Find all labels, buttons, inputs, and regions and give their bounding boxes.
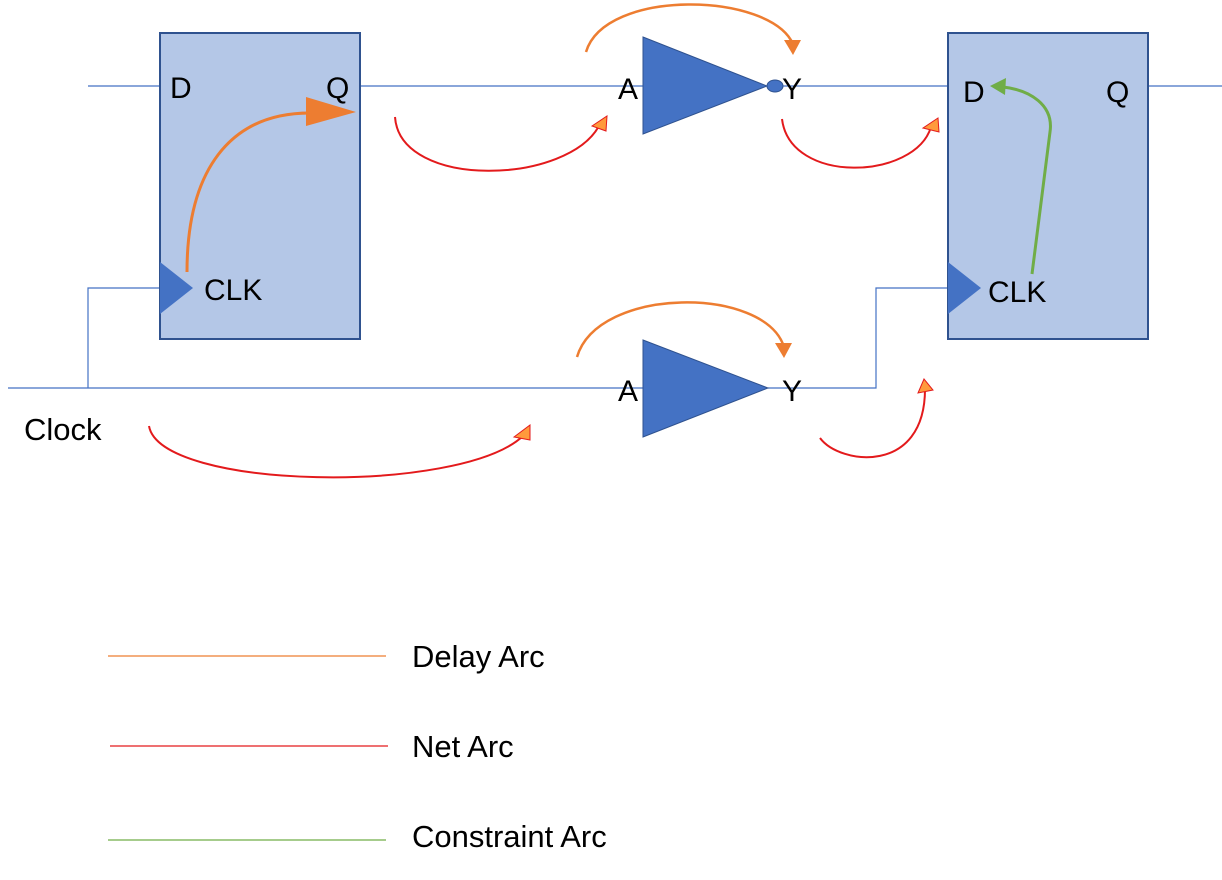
constraint-arc-ff2-clk-to-d	[1002, 85, 1052, 275]
net-arc-inverter-y-to-ff2-d	[781, 118, 932, 169]
inverter-triangle	[642, 36, 769, 135]
flipflop-1: D Q CLK	[159, 32, 361, 340]
delay-arc-ff1-clk-to-q	[185, 111, 311, 273]
flipflop-2-clk-label: CLK	[988, 276, 1046, 309]
net-arc-buffer-y-to-ff2-clk-arrowhead	[917, 378, 934, 394]
buffer-to-ff2-clk-wire	[768, 287, 948, 389]
net-arc-clock-to-buffer-a-arrowhead	[512, 424, 531, 441]
flipflop-2-body	[947, 32, 1149, 340]
net-arc-ff1-q-to-inverter-a-arrowhead	[590, 115, 608, 132]
flipflop-2: D Q CLK	[947, 32, 1149, 340]
delay-arc-buffer	[575, 301, 786, 358]
inverter-output-label: Y	[782, 73, 802, 106]
constraint-arcs	[990, 78, 1052, 275]
buffer-gate: A Y	[618, 339, 802, 438]
delay-arc-inverter-arrowhead	[784, 40, 801, 55]
net-arcs	[148, 115, 940, 479]
inverter-gate: A Y	[618, 36, 802, 135]
delay-arcs	[185, 3, 801, 358]
inverter-input-label: A	[618, 73, 638, 106]
flipflop-1-q-label: Q	[326, 72, 349, 105]
net-arc-clock-to-buffer-a	[148, 425, 524, 479]
buffer-triangle	[642, 339, 770, 438]
flipflop-2-d-label: D	[963, 76, 985, 109]
flipflop-2-clock-triangle	[948, 262, 981, 314]
wires	[8, 85, 1222, 389]
net-arc-inverter-y-to-ff2-d-arrowhead	[921, 117, 940, 133]
flipflop-1-clk-label: CLK	[204, 274, 262, 307]
clock-branch-to-ff1-wire	[87, 287, 160, 388]
flipflop-2-q-label: Q	[1106, 76, 1129, 109]
legend-net-arc-label: Net Arc	[412, 729, 514, 764]
delay-arc-inverter	[584, 3, 795, 53]
constraint-arc-ff2-clk-to-d-arrowhead	[990, 78, 1006, 95]
clock-label: Clock	[24, 412, 102, 447]
delay-arc-buffer-arrowhead	[775, 343, 792, 358]
legend: Delay Arc Net Arc Constraint Arc	[108, 639, 607, 854]
legend-delay-arc-label: Delay Arc	[412, 639, 545, 674]
net-arc-buffer-y-to-ff2-clk	[819, 388, 926, 459]
flipflop-1-clock-triangle	[160, 262, 193, 314]
delay-arc-ff1-clk-to-q-arrowhead	[306, 97, 356, 126]
buffer-output-label: Y	[782, 375, 802, 408]
net-arc-ff1-q-to-inverter-a	[394, 116, 601, 172]
buffer-input-label: A	[618, 375, 638, 408]
flipflop-1-d-label: D	[170, 72, 192, 105]
flipflop-1-body	[159, 32, 361, 340]
inverter-bubble	[766, 79, 784, 93]
legend-constraint-arc-label: Constraint Arc	[412, 819, 607, 854]
